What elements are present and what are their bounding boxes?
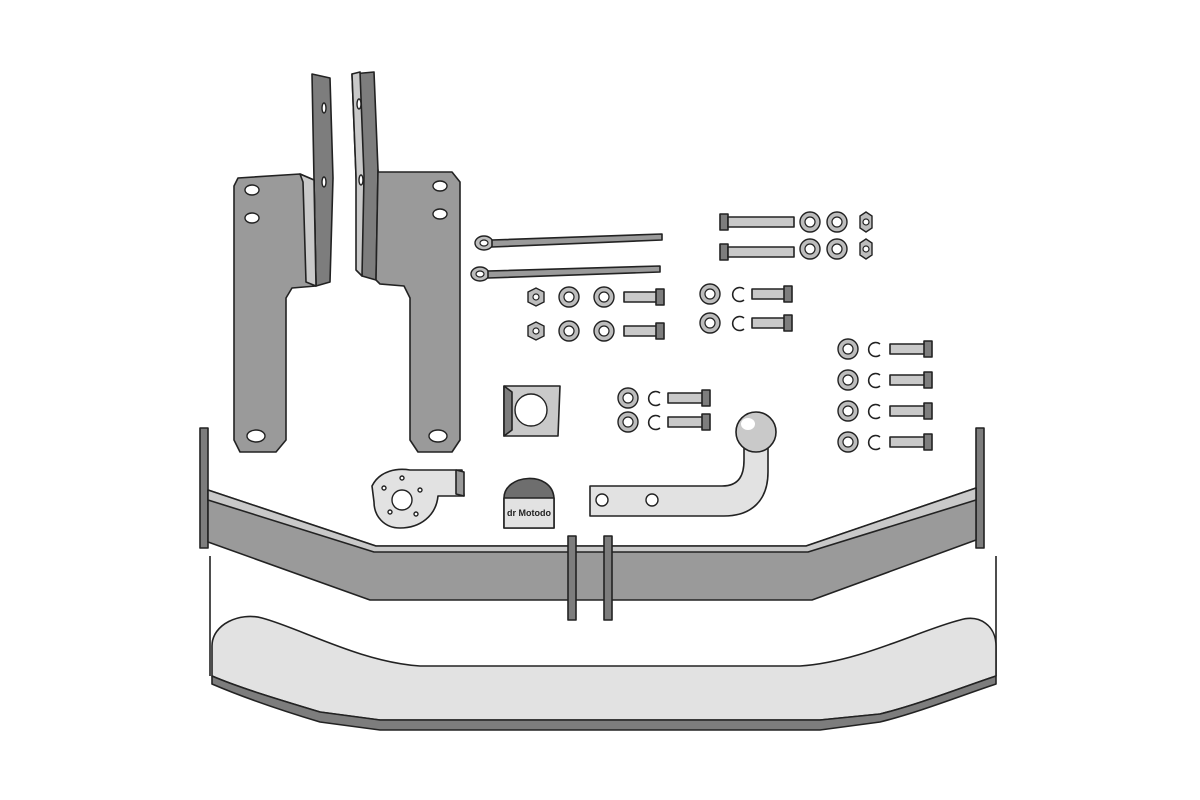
- bolt-washer-set-5: [837, 400, 933, 422]
- socket-bracket: [371, 468, 465, 529]
- electrical-socket: dr Motodo: [503, 477, 555, 529]
- wire-rod-upper: [474, 233, 663, 251]
- socket-mounting-plate: [503, 385, 561, 437]
- bolt-nut-set-1: [527, 286, 665, 308]
- bolt-washer-set-7: [617, 387, 711, 409]
- bumper-cover: [209, 556, 997, 731]
- bolt-washer-set-2: [699, 312, 793, 334]
- bolt-washer-set-3: [837, 338, 933, 360]
- long-bolt-set-2: [719, 238, 873, 261]
- bolt-washer-set-4: [837, 369, 933, 391]
- right-mounting-bracket: [351, 71, 461, 453]
- socket-cover-label: dr Motodo: [507, 508, 551, 518]
- center-mounting-tabs: [567, 535, 613, 621]
- bolt-washer-set-8: [617, 411, 711, 433]
- bolt-washer-set-1: [699, 283, 793, 305]
- long-bolt-set-1: [719, 211, 873, 233]
- left-mounting-bracket: [233, 73, 334, 453]
- bolt-washer-set-6: [837, 431, 933, 453]
- wire-rod-lower: [470, 265, 661, 282]
- bolt-nut-set-2: [527, 320, 665, 342]
- main-crossbar: [199, 427, 985, 601]
- tow-ball-neck: [589, 411, 777, 517]
